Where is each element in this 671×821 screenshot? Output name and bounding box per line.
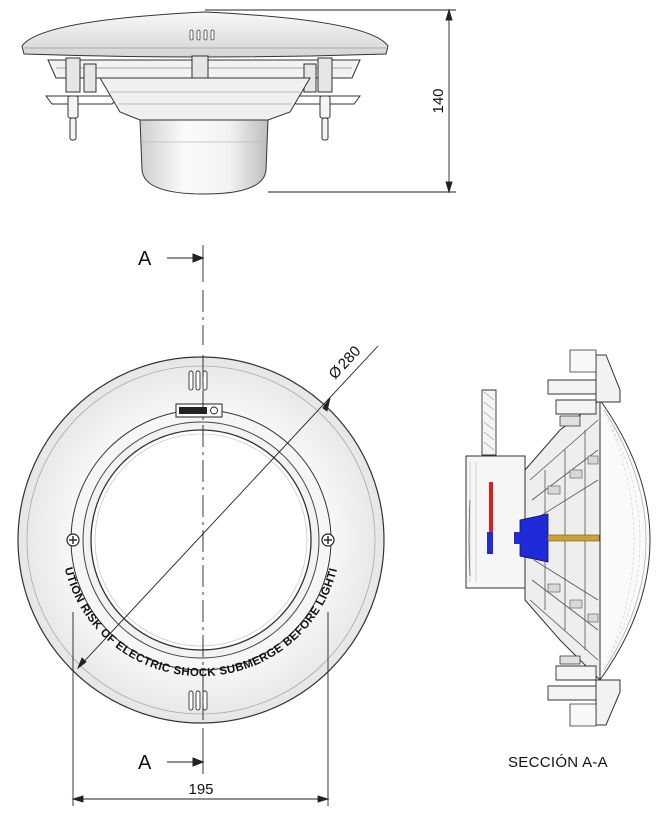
section-marker-bottom: A	[138, 752, 152, 774]
side-view	[21, 11, 389, 195]
screw-icon-left	[66, 533, 80, 547]
section-caption: SECCIÓN A-A	[508, 754, 608, 771]
section-marker-top: A	[138, 248, 152, 270]
front-view	[17, 356, 385, 724]
nameplate	[175, 403, 223, 418]
lens-window	[90, 429, 312, 651]
connector-blue	[519, 513, 549, 563]
front-vent-top	[188, 370, 208, 391]
vent-slots	[189, 29, 215, 41]
lamp-body	[99, 77, 311, 121]
section-arrow-top	[167, 253, 205, 263]
cable-red	[489, 482, 493, 532]
screw-pins	[67, 95, 331, 141]
diameter-label: Ø280	[325, 343, 364, 383]
diameter-leader	[76, 345, 379, 670]
height-label: 140	[430, 88, 447, 113]
height-dimension	[205, 8, 456, 194]
width-dimension	[71, 612, 330, 806]
front-vent-bottom	[188, 690, 208, 711]
width-label: 195	[188, 781, 213, 798]
section-lens	[599, 398, 651, 682]
pin-gold	[547, 534, 603, 542]
section-arrow-bottom	[167, 757, 205, 767]
screw-icon-right	[321, 533, 335, 547]
cable-blue	[487, 532, 493, 554]
lamp-housing	[139, 119, 269, 195]
section-view	[465, 349, 651, 727]
